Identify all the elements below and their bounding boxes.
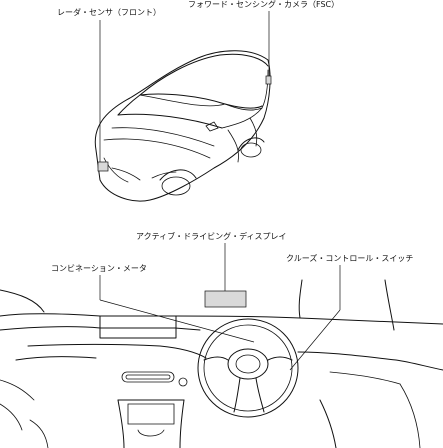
label-forward-sensing-camera: フォワード・センシング・カメラ（FSC） — [188, 0, 340, 9]
label-radar-sensor: レーダ・センサ（フロント） — [57, 8, 161, 17]
label-cruise-control-switch: クルーズ・コントロール・スイッチ — [286, 254, 414, 263]
label-combination-meter: コンビネーション・メータ — [51, 264, 147, 273]
leader-lines — [99, 11, 341, 371]
label-active-driving-display: アクティブ・ドライビング・ディスプレイ — [136, 232, 287, 241]
car-illustration — [94, 50, 272, 202]
dashboard-illustration — [0, 279, 443, 448]
